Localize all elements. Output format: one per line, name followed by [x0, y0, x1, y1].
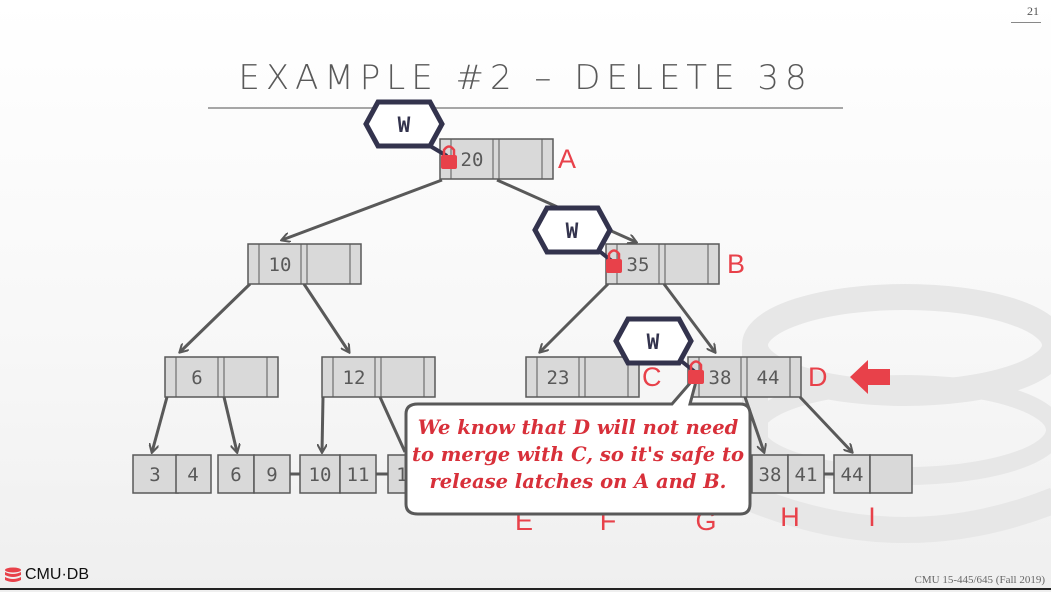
latch-B-mode: W	[566, 219, 579, 243]
edge-n12-L3	[322, 396, 323, 452]
latch-D: W	[613, 316, 704, 384]
leaf-10-11: 10 11	[299, 454, 377, 494]
page-number-rule	[1011, 22, 1041, 23]
node-A-key: 20	[461, 149, 484, 171]
node-A: 20 A	[439, 138, 576, 180]
leaf-key: 11	[347, 464, 370, 486]
leaf-key: 6	[230, 464, 241, 486]
node-D-key-2: 44	[757, 367, 780, 389]
edge-D-I	[798, 395, 852, 452]
latch-B: W	[532, 205, 622, 273]
leaf-I: 44 I	[833, 454, 913, 532]
leaf-key: 9	[266, 464, 277, 486]
node-C-label: C	[642, 362, 662, 392]
pointer-arrow-icon	[850, 360, 890, 394]
node-12-key: 12	[343, 367, 366, 389]
lock-icon	[441, 145, 457, 169]
leaf-3-4: 3	[132, 454, 179, 494]
node-D-label: D	[808, 362, 828, 392]
node-12: 12	[321, 356, 436, 398]
database-logo-icon	[5, 567, 21, 582]
title-underline	[208, 107, 843, 109]
node-A-label: A	[558, 144, 576, 174]
leaf-6-9: 6 9	[217, 454, 291, 494]
leaf-key: 4	[187, 464, 198, 486]
leaf-H-label: H	[780, 502, 800, 532]
leaf-4: 4	[175, 454, 212, 494]
leaf-key: 1	[396, 464, 407, 486]
leaf-key: 10	[309, 464, 332, 486]
page-number: 21	[1027, 4, 1039, 18]
callout-line-1: We know that D will not need	[418, 416, 739, 439]
latch-A: W	[363, 99, 457, 169]
edge-n6-L2	[222, 396, 237, 452]
logo-text: CMU·DB	[25, 566, 89, 583]
latch-A-mode: W	[398, 113, 411, 137]
database-watermark-icon	[742, 284, 1051, 543]
leaf-I-label: I	[868, 502, 876, 532]
node-B: 35 B	[605, 243, 745, 285]
edge-n10-n6	[180, 282, 252, 352]
lock-icon	[688, 360, 704, 384]
latch-D-mode: W	[647, 330, 660, 354]
callout-bubble: We know that D will not need to merge wi…	[404, 373, 752, 516]
node-C: 23 C	[525, 356, 662, 398]
node-10: 10	[247, 243, 362, 285]
callout-line-2: to merge with C, so it's safe to	[412, 443, 744, 466]
edge-B-C	[540, 282, 610, 352]
leaf-key: 3	[149, 464, 160, 486]
node-B-label: B	[727, 249, 745, 279]
slide-title: EXAMPLE #2 – DELETE 38	[238, 58, 813, 98]
node-6: 6	[164, 356, 279, 398]
leaf-key: 38	[759, 464, 782, 486]
node-C-key: 23	[547, 367, 570, 389]
edge-n6-L1	[152, 396, 169, 452]
edge-n10-n12	[302, 283, 349, 352]
node-B-key: 35	[627, 254, 650, 276]
cmu-db-logo: CMU·DB	[4, 566, 89, 584]
leaf-key: 44	[841, 464, 864, 486]
node-D: 38 44 D	[687, 356, 828, 398]
edge-A-n10	[282, 178, 443, 240]
edge-B-D	[662, 283, 715, 352]
footer-rule	[0, 588, 1051, 590]
lock-icon	[606, 249, 622, 273]
node-10-key: 10	[269, 254, 292, 276]
edge-n12-L4	[378, 396, 407, 453]
callout-line-3: release latches on A and B.	[430, 470, 727, 493]
leaf-H: 38 41 H	[751, 454, 825, 532]
node-6-key: 6	[191, 367, 202, 389]
course-footer: CMU 15-445/645 (Fall 2019)	[914, 574, 1045, 586]
node-D-key-1: 38	[709, 367, 732, 389]
leaf-key: 41	[795, 464, 818, 486]
